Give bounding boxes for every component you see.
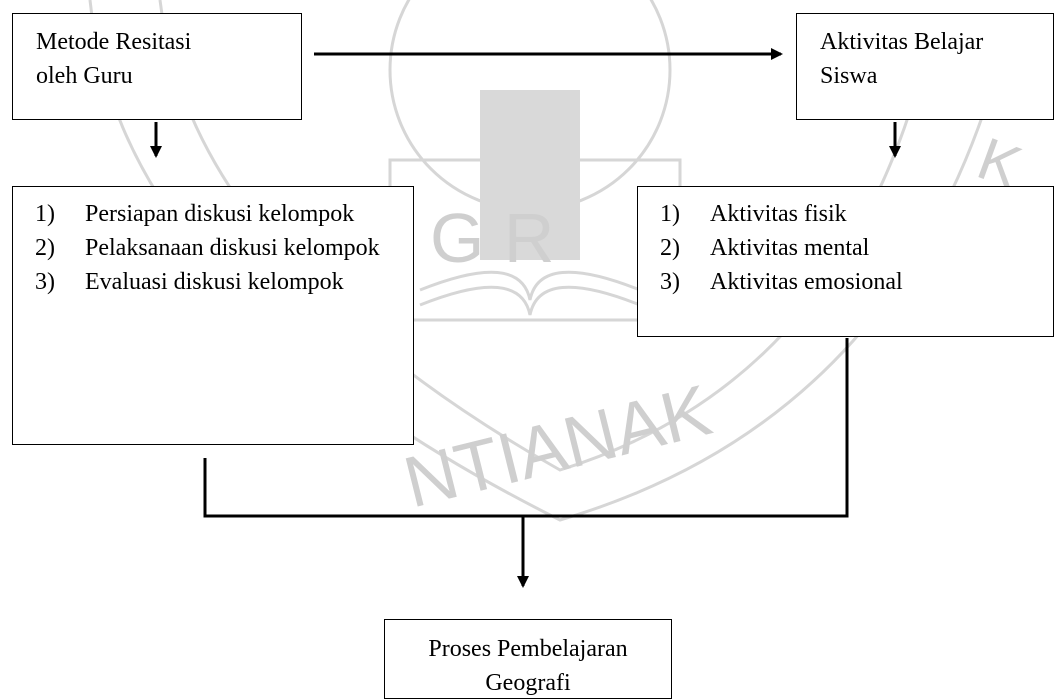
list-item: 1) Aktivitas fisik (660, 197, 1053, 231)
list-item-text: Aktivitas fisik (710, 201, 847, 227)
list-item-text: Pelaksanaan diskusi kelompok (85, 235, 380, 261)
list-item-text: Persiapan diskusi kelompok (85, 201, 355, 227)
node-metode-resitasi: Metode Resitasi oleh Guru (12, 13, 302, 120)
diskusi-steps-list: 1) Persiapan diskusi kelompok 2) Pelaksa… (35, 197, 413, 299)
list-item: 2) Pelaksanaan diskusi kelompok (35, 231, 413, 265)
node-guru-line1: Metode Resitasi (36, 29, 192, 55)
list-item-number: 2) (35, 235, 55, 261)
watermark-text-bottom: NTIANAK (397, 370, 719, 523)
list-item-text: Aktivitas emosional (710, 269, 903, 295)
node-guru-line2: oleh Guru (36, 63, 133, 89)
list-item-number: 1) (35, 201, 55, 227)
list-item-number: 3) (35, 269, 55, 295)
list-item: 3) Evaluasi diskusi kelompok (35, 265, 413, 299)
node-siswa-line2: Siswa (820, 63, 878, 89)
list-item-text: Evaluasi diskusi kelompok (85, 269, 344, 295)
list-item-number: 3) (660, 269, 680, 295)
list-item-number: 1) (660, 201, 680, 227)
node-aktivitas-types: 1) Aktivitas fisik 2) Aktivitas mental 3… (637, 186, 1054, 337)
node-diskusi-steps: 1) Persiapan diskusi kelompok 2) Pelaksa… (12, 186, 414, 445)
list-item-number: 2) (660, 235, 680, 261)
aktivitas-types-list: 1) Aktivitas fisik 2) Aktivitas mental 3… (660, 197, 1053, 299)
list-item: 3) Aktivitas emosional (660, 265, 1053, 299)
node-aktivitas-belajar-siswa: Aktivitas Belajar Siswa (796, 13, 1054, 120)
list-item: 1) Persiapan diskusi kelompok (35, 197, 413, 231)
list-item: 2) Aktivitas mental (660, 231, 1053, 265)
list-item-text: Aktivitas mental (710, 235, 870, 261)
watermark-text-top: G R (430, 199, 554, 277)
node-proses-line1: Proses Pembelajaran (428, 636, 628, 662)
node-proses-pembelajaran: Proses Pembelajaran Geografi (384, 619, 672, 699)
node-proses-line2: Geografi (485, 670, 571, 696)
node-siswa-line1: Aktivitas Belajar (820, 29, 984, 55)
